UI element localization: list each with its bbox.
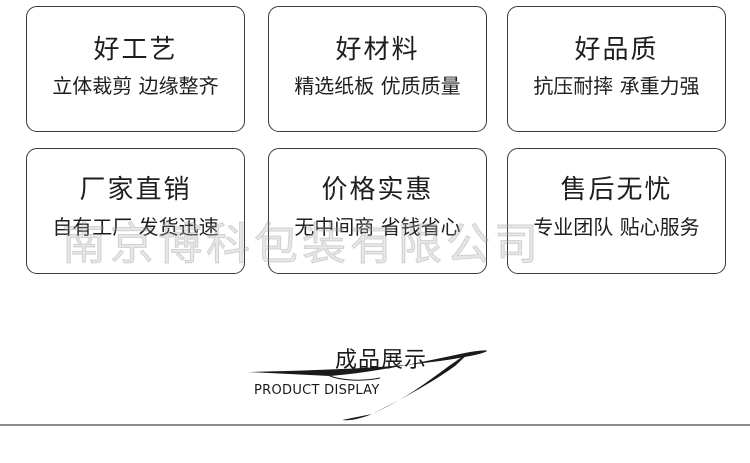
feature-title: 好材料 xyxy=(335,35,420,65)
feature-subtitle: 专业团队 贴心服务 xyxy=(533,215,700,239)
feature-title: 厂家直销 xyxy=(79,175,192,205)
feature-card-material: 好材料 精选纸板 优质质量 xyxy=(268,6,487,132)
feature-card-quality: 好品质 抗压耐摔 承重力强 xyxy=(507,6,726,132)
feature-title: 售后无忧 xyxy=(560,175,673,205)
feature-subtitle: 抗压耐摔 承重力强 xyxy=(533,74,700,98)
feature-card-price: 价格实惠 无中间商 省钱省心 xyxy=(268,148,487,274)
feature-subtitle: 自有工厂 发货迅速 xyxy=(52,215,219,239)
feature-title: 好工艺 xyxy=(93,35,178,65)
feature-title: 好品质 xyxy=(574,35,659,65)
feature-card-craft: 好工艺 立体裁剪 边缘整齐 xyxy=(26,6,245,132)
company-watermark: 南京博科包装有限公司 xyxy=(62,219,542,271)
feature-card-direct-sale: 厂家直销 自有工厂 发货迅速 xyxy=(26,148,245,274)
feature-subtitle: 立体裁剪 边缘整齐 xyxy=(52,74,219,98)
feature-subtitle: 精选纸板 优质质量 xyxy=(294,74,461,98)
section-subtitle: PRODUCT DISPLAY xyxy=(254,383,380,398)
feature-card-after-sales: 售后无忧 专业团队 贴心服务 xyxy=(507,148,726,274)
feature-title: 价格实惠 xyxy=(321,175,434,205)
feature-subtitle: 无中间商 省钱省心 xyxy=(294,215,461,239)
section-title: 成品展示 xyxy=(335,348,428,373)
